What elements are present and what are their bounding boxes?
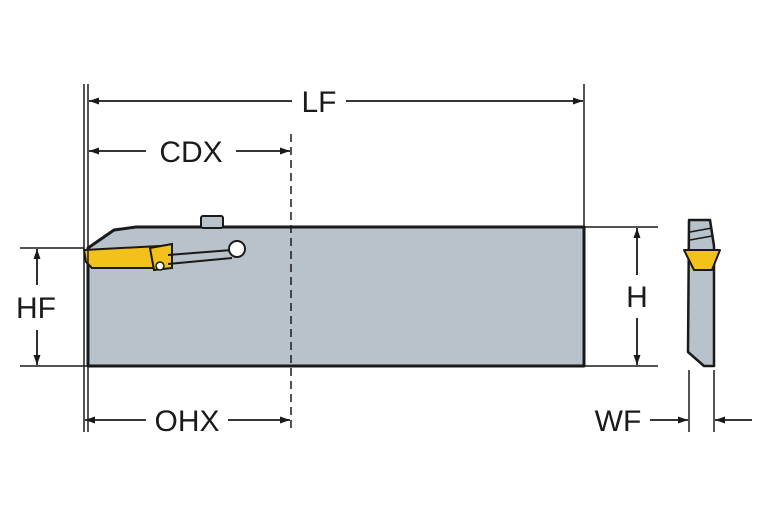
dimension-label-lf: LF — [301, 86, 336, 119]
end-view-body — [686, 218, 716, 368]
dimension-label-h: H — [626, 281, 648, 314]
dimension-label-hf: HF — [16, 292, 56, 325]
extension-lines — [20, 84, 715, 432]
clamp-lever — [167, 249, 233, 265]
tool-side-view — [83, 215, 586, 368]
insert-pin — [155, 261, 165, 271]
dimension-label-wf: WF — [595, 405, 642, 438]
insert-blade — [148, 242, 173, 272]
dimension-label-ohx: OHX — [154, 405, 219, 438]
lever-pivot — [228, 240, 246, 258]
end-view-insert — [683, 249, 721, 271]
cutting-insert — [83, 245, 163, 269]
dimension-lines — [33, 97, 752, 424]
tool-end-view — [683, 218, 721, 368]
end-view-clamp — [689, 227, 713, 241]
clamp-screw — [200, 215, 224, 229]
dimension-label-cdx: CDX — [159, 136, 222, 169]
